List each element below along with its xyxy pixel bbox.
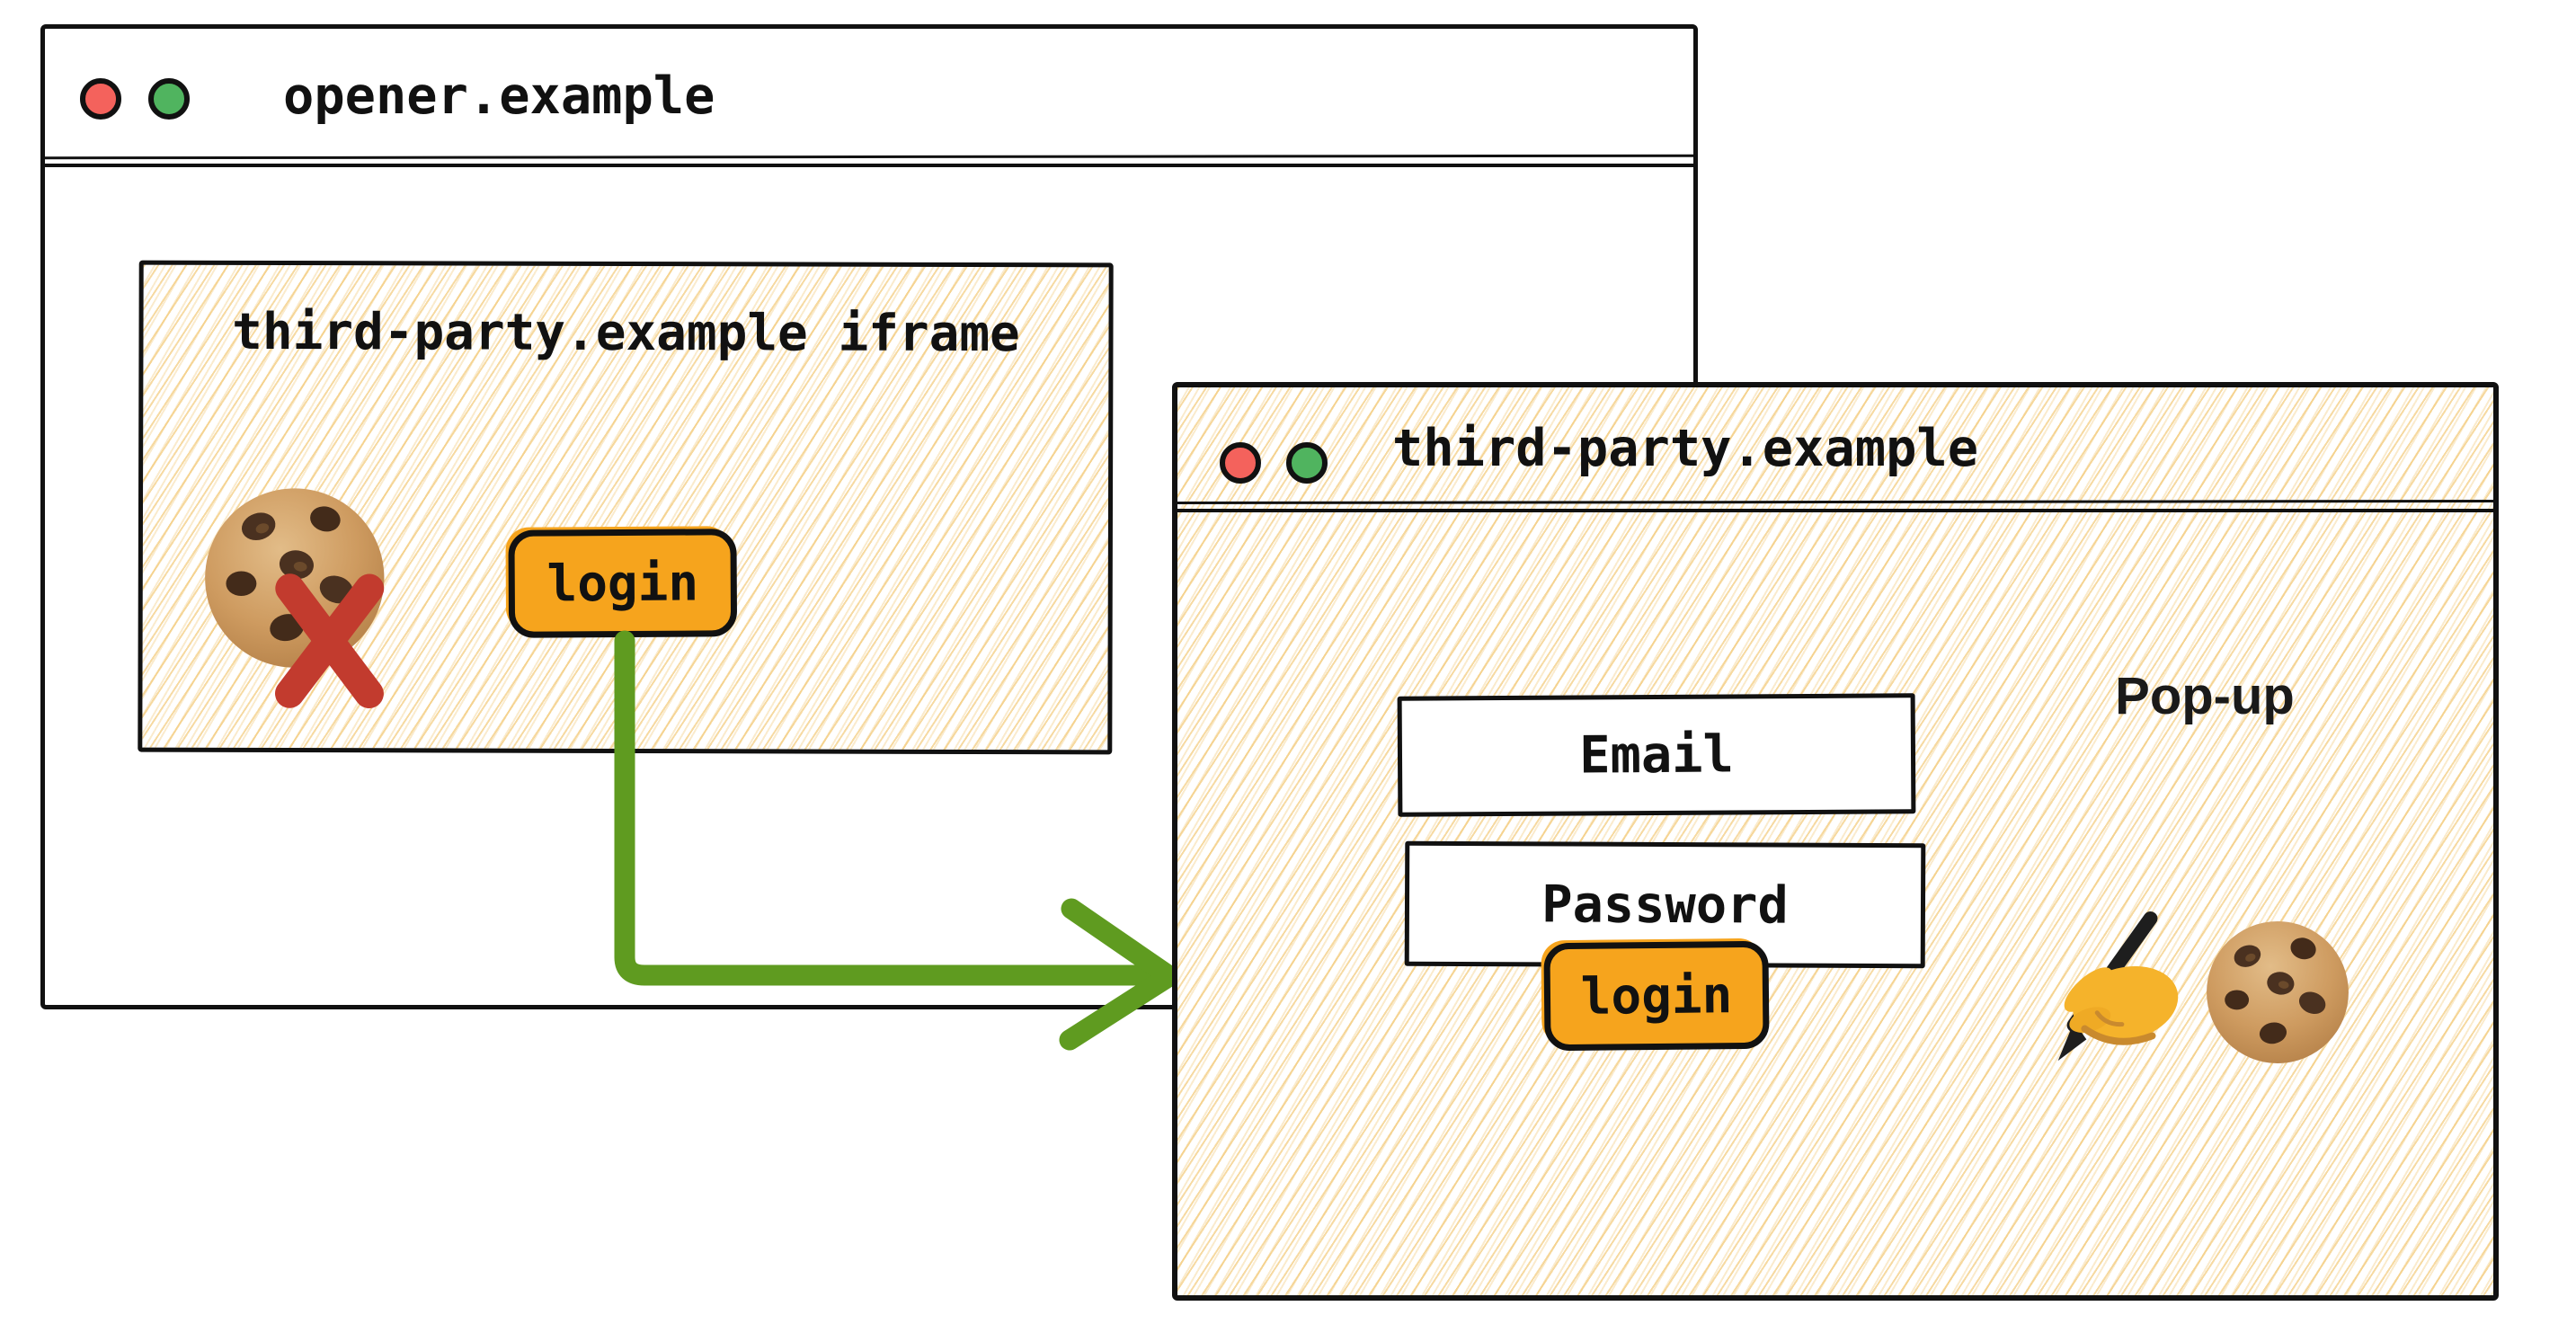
login-opens-popup-arrow-icon	[614, 630, 1180, 1051]
popup-login-button[interactable]: login	[1543, 940, 1770, 1052]
third-party-iframe: third-party.example iframe	[138, 260, 1114, 755]
writing-hand-icon	[2033, 910, 2193, 1070]
traffic-light-red-icon[interactable]	[80, 78, 121, 120]
opener-window-title: opener.example	[283, 67, 715, 126]
iframe-label: third-party.example iframe	[232, 302, 1020, 364]
opener-titlebar[interactable]: opener.example	[45, 29, 1693, 167]
popup-titlebar[interactable]: third-party.example	[1177, 387, 2493, 512]
cookie-icon	[2202, 917, 2353, 1068]
popup-window-title: third-party.example	[1392, 418, 1979, 478]
popup-window: third-party.example Pop-up Email Passwor…	[1172, 382, 2499, 1301]
traffic-light-green-icon[interactable]	[148, 78, 190, 120]
traffic-light-red-icon[interactable]	[1220, 442, 1261, 484]
blocked-cross-icon	[271, 569, 387, 713]
traffic-light-green-icon[interactable]	[1286, 442, 1328, 484]
popup-annotation-label: Pop-up	[2115, 667, 2295, 725]
email-input[interactable]: Email	[1397, 693, 1916, 817]
iframe-login-button[interactable]: login	[508, 529, 738, 638]
